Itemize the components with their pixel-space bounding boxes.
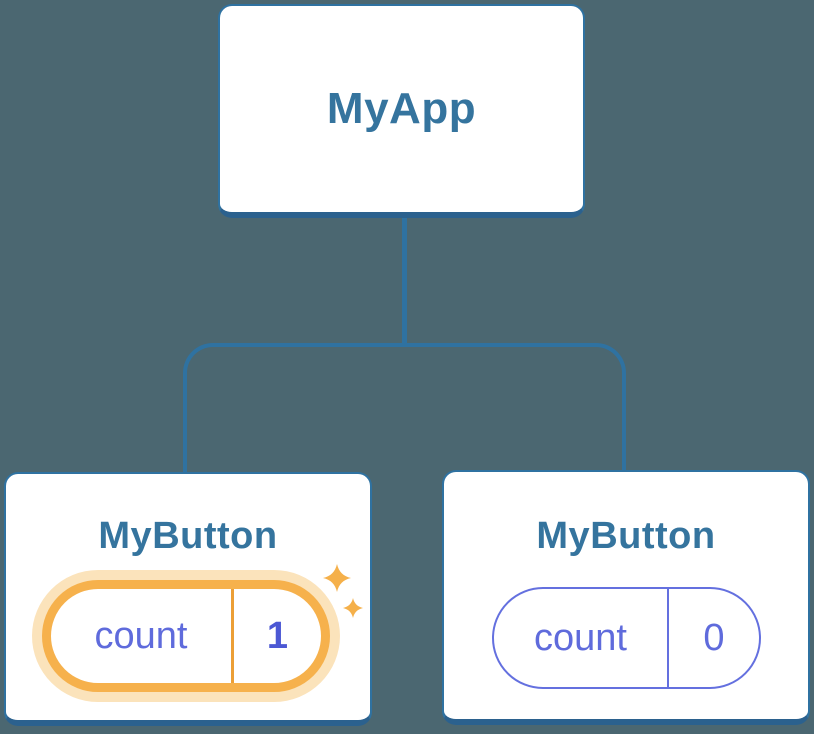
component-label-myapp: MyApp — [326, 84, 477, 133]
sparkles-icon — [323, 564, 363, 618]
state-key: count — [94, 614, 188, 657]
state-pill-divider — [667, 589, 669, 687]
tree-connector-branch — [183, 343, 626, 475]
component-node-mybutton-1: MyButton count 1 — [4, 472, 372, 726]
component-label-mybutton-1: MyButton — [98, 515, 278, 557]
state-pill-highlighted: count 1 — [42, 580, 330, 692]
component-label-mybutton-2: MyButton — [536, 515, 716, 557]
state-pill: count 0 — [492, 587, 761, 689]
state-highlight-glow: count 1 — [32, 570, 340, 702]
state-value: 1 — [266, 614, 289, 657]
state-value: 0 — [703, 616, 725, 659]
state-key: count — [534, 616, 627, 659]
component-node-myapp: MyApp — [218, 4, 585, 218]
component-node-mybutton-2: MyButton count 0 — [442, 470, 810, 725]
state-pill-divider — [231, 589, 234, 683]
tree-connector-stem — [402, 213, 407, 345]
